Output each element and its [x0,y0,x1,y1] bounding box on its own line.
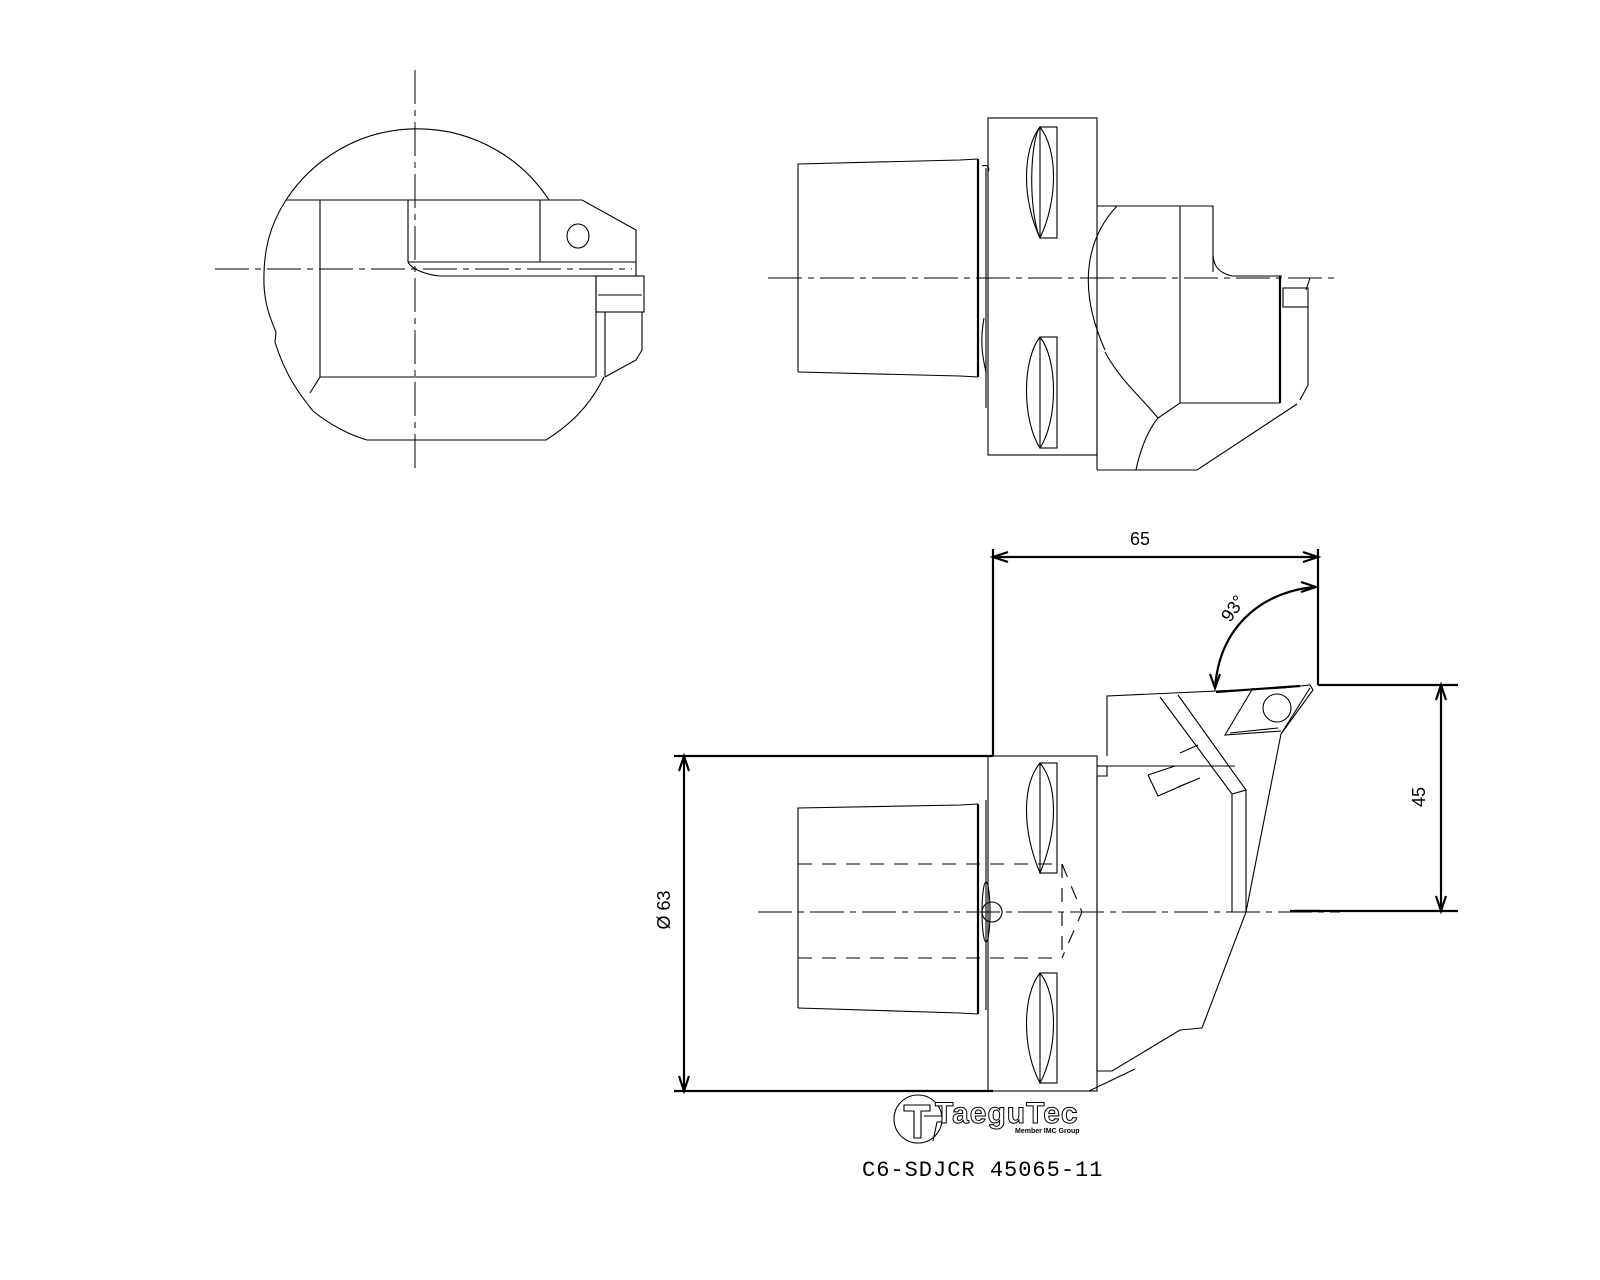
brand-name: TaeguTec [935,1097,1079,1131]
part-number: C6-SDJCR 45065-11 [862,1158,1104,1183]
dim-length-label: 65 [1130,529,1150,549]
key-slot-upper [1025,126,1058,240]
top-view [758,684,1340,1092]
dim-diameter-label: Ø 63 [654,890,674,929]
dimension-45: 45 [1295,681,1458,915]
front-view [215,70,645,468]
side-view [768,117,1335,471]
key-slot-upper-b [1026,762,1058,875]
key-slot-lower-b [1025,972,1058,1085]
dim-angle-label: 93° [1217,592,1249,626]
brand-tagline: Member IMC Group [1015,1128,1080,1135]
key-slot-lower [1025,336,1058,450]
taegutec-logo-mark [893,1094,946,1144]
dimension-diameter: Ø 63 [654,752,993,1095]
dim-offset-label: 45 [1409,787,1429,807]
dimension-65: 65 [989,529,1322,756]
dimension-93deg: 93° [1208,580,1320,692]
